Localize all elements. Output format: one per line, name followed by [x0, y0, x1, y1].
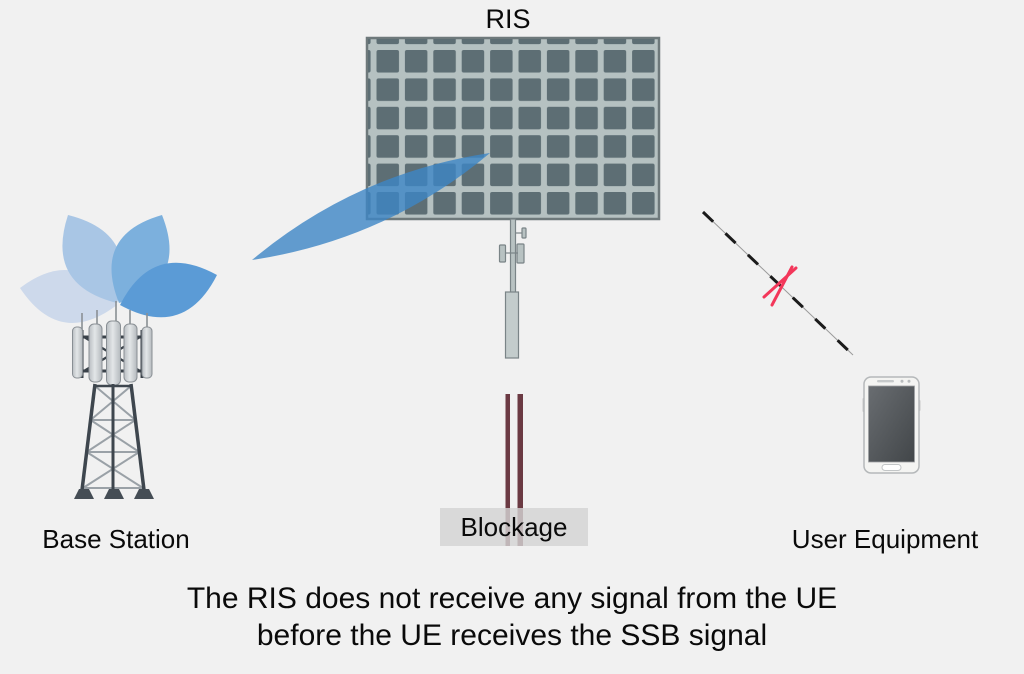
base-station-label: Base Station — [42, 524, 190, 554]
bs-to-ris-beam — [252, 153, 490, 260]
ris-pole-icon — [498, 218, 527, 359]
phone-speaker — [877, 380, 894, 383]
blockage-label-box — [440, 508, 588, 546]
user-equipment-label: User Equipment — [791, 524, 979, 554]
caption-line-2: before the UE receives the SSB signal — [256, 619, 768, 652]
base-station-beam-petals-icon — [20, 215, 217, 323]
phone-home-button — [881, 464, 902, 471]
base-station-icon — [72, 301, 154, 499]
blocked-cross-icon — [762, 265, 798, 307]
user-equipment-icon — [862, 376, 921, 474]
ris-label: RIS — [485, 4, 531, 34]
phone-camera-dot — [907, 379, 911, 383]
blockage-icon — [440, 394, 588, 546]
beam-petal-upper-left — [62, 215, 123, 303]
antenna-cylinders — [72, 320, 153, 386]
caption: The RIS does not receive any signal from… — [0, 580, 1024, 654]
caption-line-1: The RIS does not receive any signal from… — [186, 582, 838, 615]
tower-feet — [74, 489, 154, 499]
beam-petal-right — [120, 262, 217, 318]
blockage-label: Blockage — [460, 511, 568, 542]
phone-camera-dot — [900, 379, 904, 383]
tower-lattice — [74, 383, 154, 499]
